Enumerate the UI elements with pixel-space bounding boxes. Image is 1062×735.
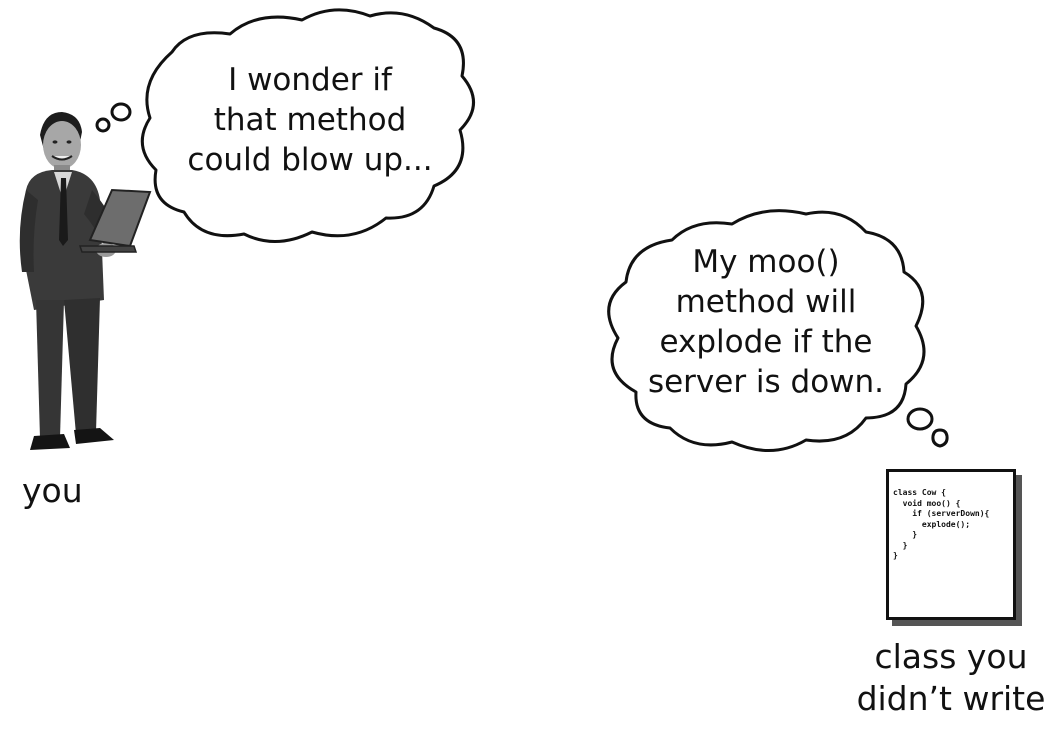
caption-class: class you didn’t write xyxy=(846,636,1056,720)
thought-text-class: My moo() method will explode if the serv… xyxy=(636,242,896,402)
thought-line: explode if the xyxy=(659,324,873,360)
code-page-icon: class Cow { void moo() { if (serverDown)… xyxy=(886,469,1016,620)
code-line: } xyxy=(893,551,898,560)
code-listing: class Cow { void moo() { if (serverDown)… xyxy=(889,472,1013,562)
thought-line: could blow up... xyxy=(187,142,433,178)
caption-you: you xyxy=(22,470,102,512)
caption-text: didn’t write xyxy=(856,679,1046,718)
thought-line: server is down. xyxy=(647,364,885,400)
code-line: } xyxy=(893,540,908,550)
thought-line: My moo() xyxy=(692,244,840,280)
code-line: } xyxy=(893,530,918,539)
person-with-laptop-icon xyxy=(19,112,152,450)
code-line: if (serverDown){ xyxy=(893,509,990,518)
caption-text: you xyxy=(22,471,83,510)
code-line: class Cow { xyxy=(893,488,946,497)
thought-bubble-icon xyxy=(607,209,949,452)
thought-bubble-icon xyxy=(95,8,475,244)
thought-text-you: I wonder if that method could blow up... xyxy=(180,60,440,180)
thought-line: I wonder if xyxy=(228,62,392,98)
code-line: void moo() { xyxy=(893,498,961,508)
code-line: explode(); xyxy=(893,519,971,529)
thought-line: method will xyxy=(675,284,857,320)
caption-text: class you xyxy=(874,637,1028,676)
thought-line: that method xyxy=(213,102,407,138)
